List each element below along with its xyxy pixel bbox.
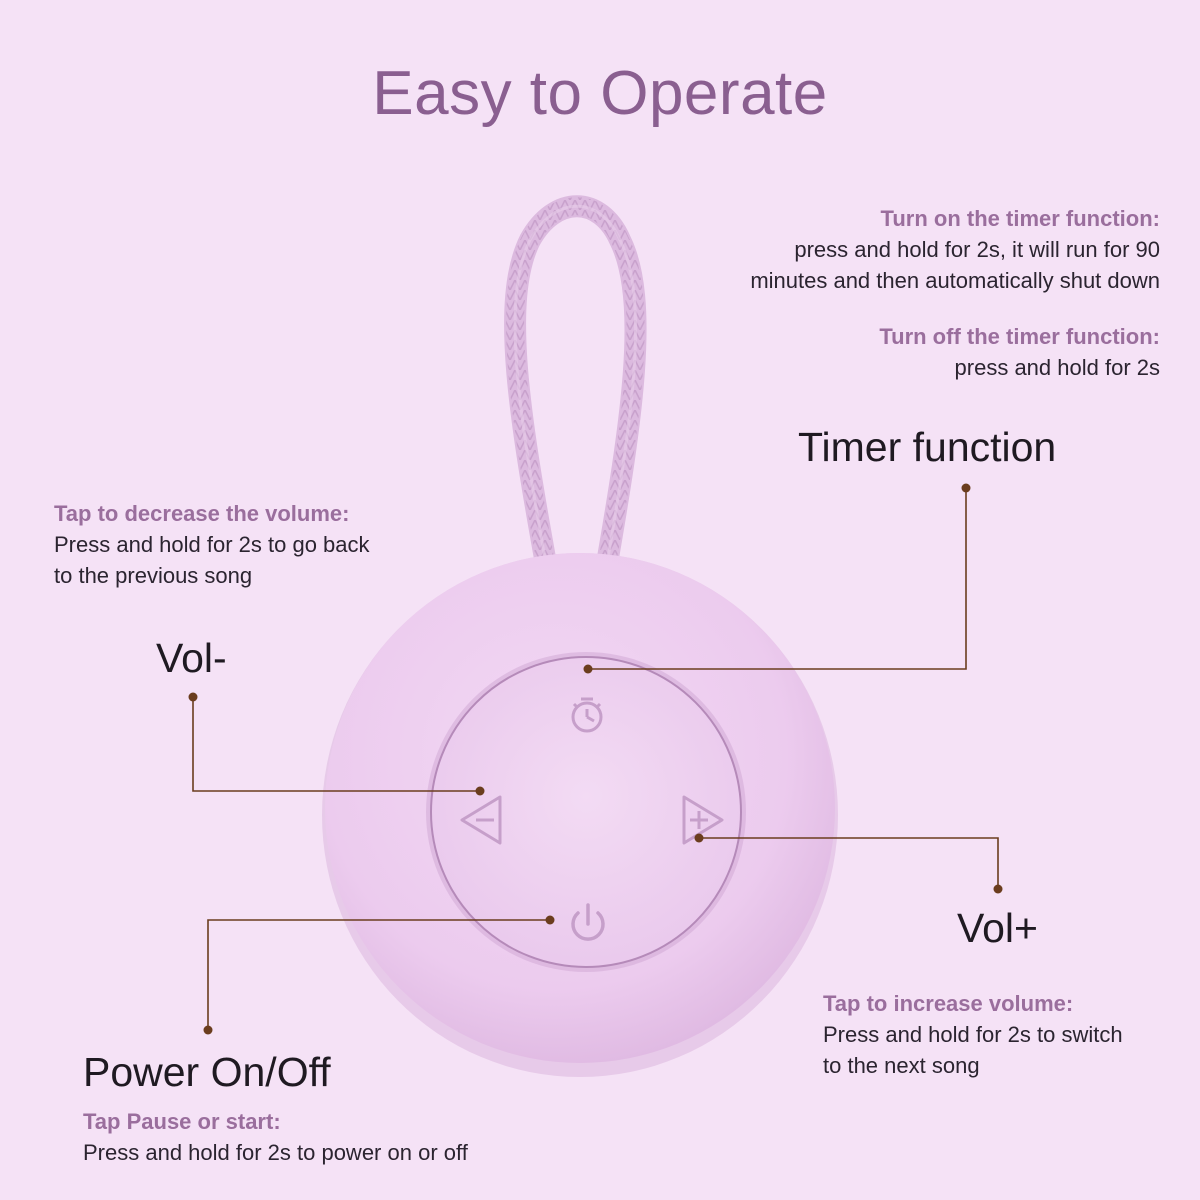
timer-off-heading: Turn off the timer function: — [879, 324, 1160, 349]
vol-plus-icon[interactable] — [682, 795, 724, 845]
strap — [504, 195, 647, 586]
power-icon[interactable] — [571, 903, 605, 941]
leader-power — [207, 919, 550, 1030]
leader-dot — [583, 664, 593, 674]
leader-vol-plus — [699, 837, 999, 889]
vol-minus-info: Tap to decrease the volume: Press and ho… — [54, 498, 370, 591]
leader-dot — [188, 692, 198, 702]
timer-function-label: Timer function — [798, 424, 1057, 470]
vol-minus-line1: Press and hold for 2s to go back — [54, 532, 370, 557]
leader-timer — [588, 488, 967, 670]
leader-dot — [203, 1025, 213, 1035]
vol-minus-label: Vol- — [156, 635, 227, 681]
vol-minus-icon[interactable] — [460, 795, 502, 845]
vol-plus-label: Vol+ — [957, 905, 1038, 951]
leader-dot — [961, 483, 971, 493]
page-title: Easy to Operate — [372, 59, 828, 128]
timer-icon[interactable] — [571, 697, 603, 733]
power-info: Tap Pause or start: Press and hold for 2… — [83, 1106, 468, 1168]
speaker-body — [322, 553, 838, 1077]
timer-off-line1: press and hold for 2s — [954, 355, 1160, 380]
timer-info: Turn on the timer function: press and ho… — [750, 203, 1160, 383]
vol-plus-line1: Press and hold for 2s to switch — [823, 1022, 1123, 1047]
power-heading: Tap Pause or start: — [83, 1109, 281, 1134]
leader-dot — [993, 884, 1003, 894]
power-label: Power On/Off — [83, 1049, 331, 1095]
timer-on-heading: Turn on the timer function: — [880, 206, 1160, 231]
leader-dot — [475, 786, 485, 796]
vol-plus-line2: to the next song — [823, 1053, 980, 1078]
leader-dot — [545, 915, 555, 925]
timer-on-line2: minutes and then automatically shut down — [750, 268, 1160, 293]
timer-on-line1: press and hold for 2s, it will run for 9… — [794, 237, 1160, 262]
power-line1: Press and hold for 2s to power on or off — [83, 1140, 468, 1165]
vol-plus-info: Tap to increase volume: Press and hold f… — [823, 988, 1123, 1081]
vol-minus-line2: to the previous song — [54, 563, 253, 588]
leader-dot — [694, 833, 704, 843]
vol-plus-heading: Tap to increase volume: — [823, 991, 1074, 1016]
vol-minus-heading: Tap to decrease the volume: — [54, 501, 350, 526]
leader-vol-minus — [192, 697, 480, 792]
